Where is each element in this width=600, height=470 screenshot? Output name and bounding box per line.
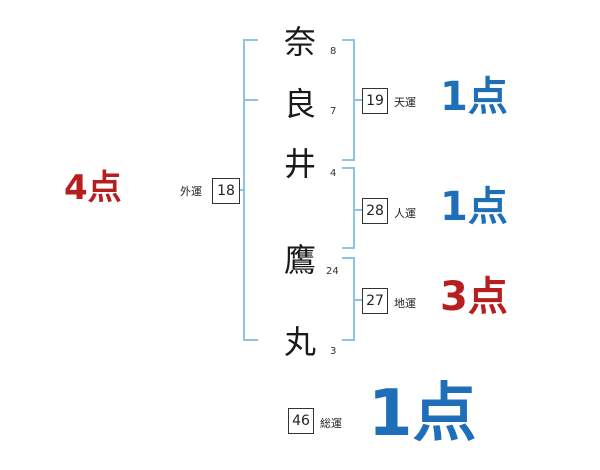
stroke-count-4: 24 (326, 266, 339, 277)
name-char-5: 丸 (283, 323, 316, 361)
tenkaku-value-box: 19 (362, 88, 388, 114)
jinkaku-label: 人運 (394, 207, 416, 220)
soukaku-value-box: 46 (288, 408, 314, 434)
stroke-count-1: 8 (330, 46, 337, 57)
name-char-4: 鷹 (283, 241, 316, 279)
tenkaku-score: 1点 (440, 74, 508, 120)
jinkaku-value-box: 28 (362, 198, 388, 224)
outer-bracket (243, 39, 258, 341)
chikaku-score: 3点 (440, 274, 508, 320)
soukaku-score: 1点 (368, 377, 477, 451)
tenkaku-bracket (342, 39, 362, 161)
jinkaku-bracket (342, 167, 362, 249)
chikaku-value-box: 27 (362, 288, 388, 314)
gaikaku-label: 外運 (180, 185, 202, 198)
stroke-count-3: 4 (330, 168, 337, 179)
stroke-count-5: 3 (330, 346, 337, 357)
soukaku-label: 総運 (320, 417, 342, 430)
gaikaku-value-box: 18 (212, 178, 240, 204)
chikaku-bracket (342, 257, 362, 341)
name-char-3: 井 (283, 145, 316, 183)
jinkaku-score: 1点 (440, 184, 508, 230)
gaikaku-score: 4点 (64, 168, 122, 208)
stroke-count-2: 7 (330, 106, 337, 117)
name-char-1: 奈 (283, 23, 316, 61)
chikaku-label: 地運 (394, 297, 416, 310)
name-char-2: 良 (283, 85, 316, 123)
tenkaku-label: 天運 (394, 96, 416, 109)
